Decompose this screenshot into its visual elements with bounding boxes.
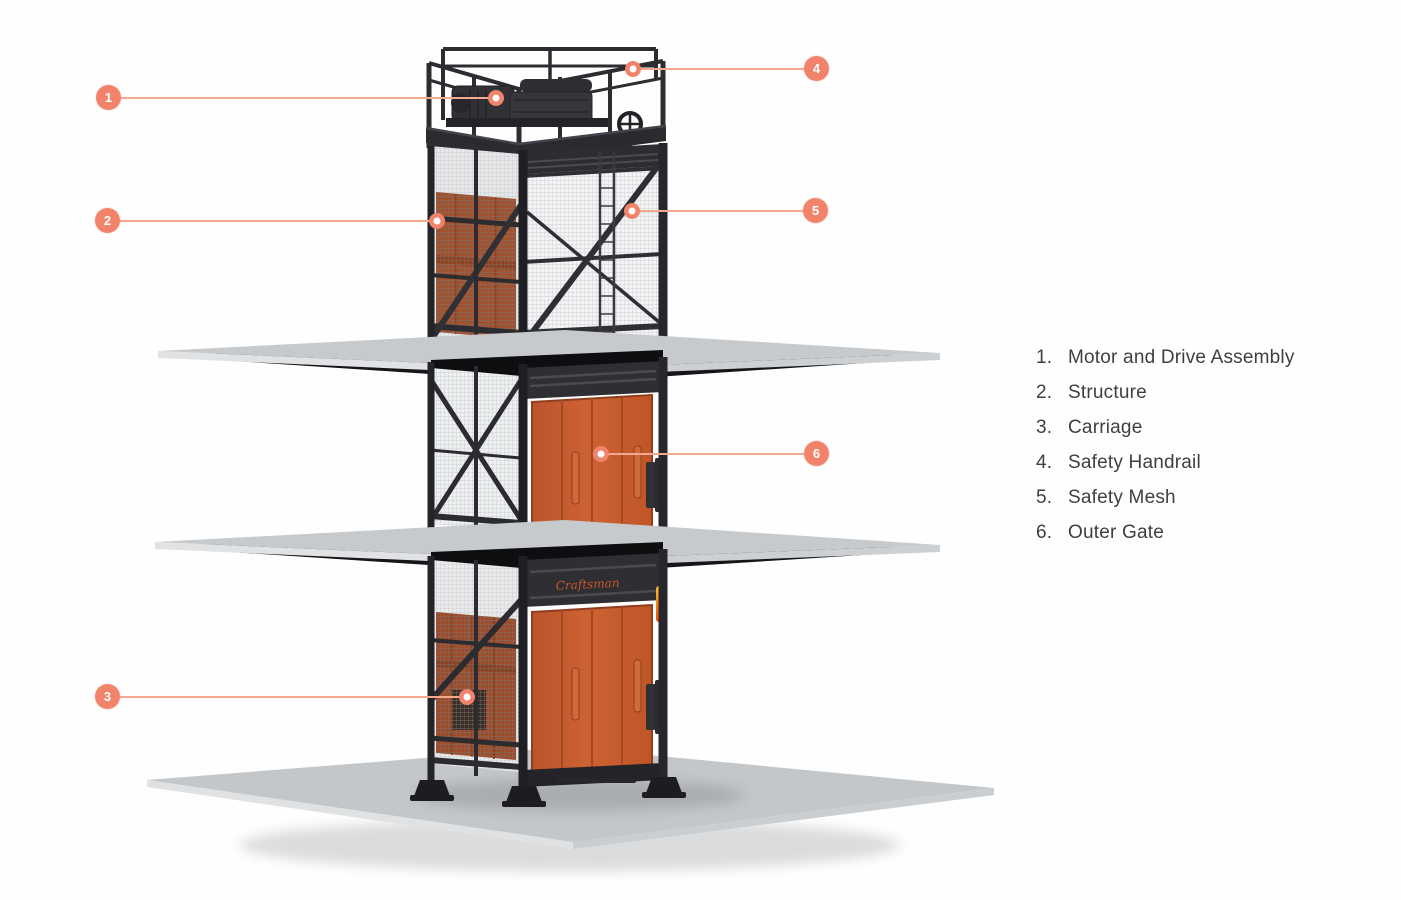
- base-feet: [410, 777, 686, 807]
- callout-marker-6: 6: [804, 441, 829, 466]
- legend-label: Outer Gate: [1068, 521, 1164, 543]
- callout-marker-2: 2: [95, 208, 120, 233]
- callout-leader-lines: [108, 68, 817, 698]
- legend-number: 3.: [1036, 416, 1053, 438]
- callout-marker-3: 3: [95, 684, 120, 709]
- legend-item: 4. Safety Handrail: [1036, 445, 1295, 480]
- structure-upper-section: [427, 140, 668, 360]
- legend-label: Carriage: [1068, 416, 1143, 438]
- legend-label: Safety Handrail: [1068, 451, 1201, 473]
- legend-item: 5. Safety Mesh: [1036, 480, 1295, 515]
- legend-item: 1. Motor and Drive Assembly: [1036, 340, 1295, 375]
- callout-marker-5: 5: [803, 198, 828, 223]
- callout-anchor-dots: [429, 61, 641, 705]
- legend-label: Safety Mesh: [1068, 486, 1176, 508]
- structure-middle-section: [427, 350, 668, 548]
- parts-legend: 1. Motor and Drive Assembly 2. Structure…: [1036, 340, 1295, 550]
- legend-item: 2. Structure: [1036, 375, 1295, 410]
- structure-bottom-section: Craftsman: [410, 542, 686, 807]
- brand-logo-text: Craftsman: [555, 576, 619, 593]
- legend-number: 1.: [1036, 346, 1053, 368]
- legend-number: 5.: [1036, 486, 1053, 508]
- legend-number: 4.: [1036, 451, 1053, 473]
- legend-item: 3. Carriage: [1036, 410, 1295, 445]
- legend-number: 2.: [1036, 381, 1053, 403]
- legend-number: 6.: [1036, 521, 1053, 543]
- outer-gate-ground: [531, 603, 663, 777]
- callout-marker-1: 1: [96, 85, 121, 110]
- ground-slab: [147, 747, 994, 871]
- legend-item: 6. Outer Gate: [1036, 515, 1295, 550]
- legend-label: Motor and Drive Assembly: [1068, 346, 1295, 368]
- legend-label: Structure: [1068, 381, 1147, 403]
- callout-marker-4: 4: [804, 56, 829, 81]
